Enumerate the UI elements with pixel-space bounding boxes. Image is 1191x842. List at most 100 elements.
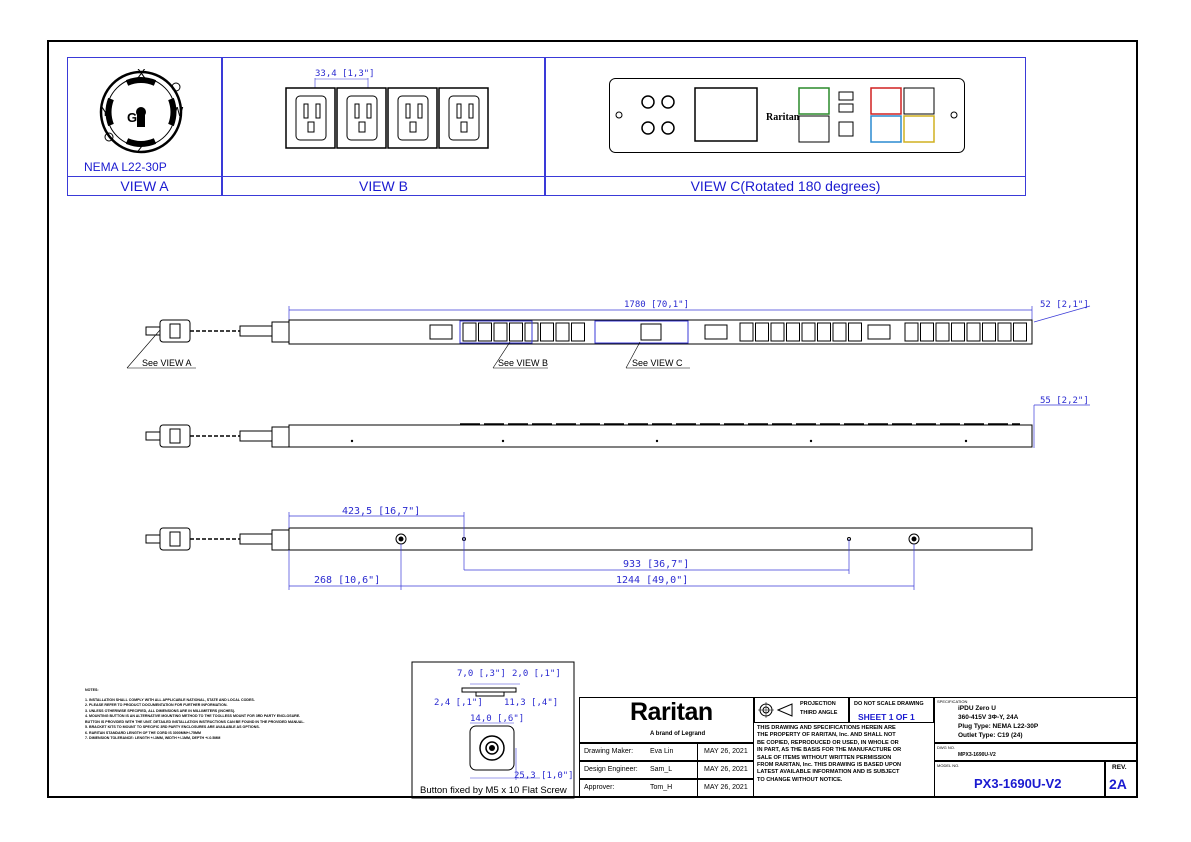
plug-letter-x: X [137, 66, 146, 81]
rev-label: REV. [1112, 764, 1127, 771]
pdu-outlet [555, 322, 570, 342]
notes-title: NOTES: [85, 688, 99, 692]
pdu-outlet [478, 322, 492, 342]
pdu-outlet [509, 322, 523, 342]
note-line: BUTTON IS PROVIDED WITH THE UNIT. DETAIL… [85, 719, 305, 724]
pdu-outlet [935, 322, 950, 342]
disclaimer-line: SALE OF ITEMS WITHOUT WRITTEN PERMISSION [757, 754, 892, 761]
engineer-date: MAY 26, 2021 [704, 766, 748, 773]
pdu-outlet [848, 322, 862, 342]
c19-outlet-face [397, 95, 429, 141]
dimension-423: 423,5 [16,7"] [342, 506, 421, 517]
spec-cell [934, 697, 1138, 743]
pdu-outlet [951, 322, 965, 342]
model-label: MODEL NO. [937, 763, 960, 768]
pdu-outlet [801, 322, 816, 342]
c19-outlet [285, 87, 336, 149]
brand-cell [579, 697, 754, 743]
dwg-label: DWG NO. [937, 745, 955, 750]
view-b-box [222, 57, 545, 196]
pdu-outlet [755, 322, 769, 342]
maker-row [579, 743, 754, 761]
outlet-pin-slot [417, 103, 423, 119]
button-dim-14: 14,0 [,6"] [470, 714, 525, 724]
pdu-outlet [997, 322, 1012, 342]
approver-role: Approver: [584, 784, 615, 791]
circuit-breaker [704, 324, 728, 340]
button-dim-2: 2,0 [,1"] [512, 669, 561, 679]
engineer-row [579, 761, 754, 779]
outlet-pin-slot [405, 103, 411, 119]
maker-role: Drawing Maker: [584, 748, 634, 755]
view-b-label: VIEW B [358, 178, 408, 194]
pdu-outlet [982, 322, 996, 342]
engineer-name: Sam_L [650, 766, 673, 773]
maker-name: Eva Lin [650, 748, 674, 755]
button-dim-7: 7,0 [,3"] [457, 669, 506, 679]
spec-line: Outlet Type: C19 (24) [958, 732, 1023, 739]
see-view-a-label: See VIEW A [142, 358, 192, 368]
outlet-pin-slot [366, 103, 372, 119]
dimension-268: 268 [10,6"] [314, 575, 381, 586]
disclaimer-line: LATEST AVAILABLE INFORMATION AND IS SUBJ… [757, 769, 900, 776]
dwg-number: MPX3-1690U-V2 [958, 752, 996, 758]
note-line: 6. RARITAN STANDARD LENGTH OF THE CORD I… [85, 730, 201, 735]
pdu-outlet [739, 322, 754, 342]
approver-row [579, 779, 754, 798]
header-label-divider [67, 176, 1026, 177]
outlet-pin-slot [307, 121, 315, 133]
note-line: 4. MOUNTING BUTTON IS AN ALTERNATIVE MOU… [85, 714, 301, 718]
plug-letter-g: G [127, 110, 138, 125]
dimension-933: 933 [36,7"] [623, 559, 690, 570]
spec-line: iPDU Zero U [958, 705, 996, 712]
controller-display [640, 323, 662, 341]
view-c-label: VIEW C(Rotated 180 degrees) [690, 178, 881, 194]
sheet-label: SHEET 1 OF 1 [858, 712, 915, 722]
model-cell [934, 761, 1105, 798]
view-a-box [67, 57, 222, 196]
button-dim-25-3: 25,3 [1,0"] [514, 771, 574, 781]
c19-outlet-face [346, 95, 378, 141]
pdu-outlet [540, 322, 554, 342]
note-line: 7. DIMENSION TOLERANCE: LENGTH +/-3MM, W… [85, 736, 221, 740]
see-view-b-label: See VIEW B [498, 358, 549, 368]
svg-text:Raritan: Raritan [766, 112, 800, 123]
pdu-outlet [493, 322, 508, 342]
circuit-breaker [429, 324, 453, 340]
disclaimer: THIS DRAWING AND SPECIFICATIONS HEREIN A… [757, 725, 901, 784]
c19-outlet [387, 87, 438, 149]
plug-letter-w: W [171, 104, 184, 119]
role-column-divider [697, 743, 698, 798]
circuit-breaker [867, 324, 891, 340]
disclaimer-line: THE PROPERTY OF RARITAN, Inc. AND SHALL … [757, 732, 896, 739]
c19-outlet [336, 87, 387, 149]
pdu-outlet [1013, 322, 1027, 342]
pdu-outlet [832, 322, 847, 342]
pdu-outlet [571, 322, 585, 342]
note-line: 2. PLEASE REFER TO PRODUCT DOCUMENTATION… [85, 703, 228, 707]
maker-date: MAY 26, 2021 [704, 748, 748, 755]
dimension-overall-length: 1780 [70,1"] [624, 300, 690, 310]
c19-outlet [438, 87, 489, 149]
disclaimer-line: BE COPIED, REPRODUCED OR USED, IN WHOLE … [757, 739, 899, 746]
outlet-pin-slot [303, 103, 309, 119]
outlet-pin-slot [358, 121, 366, 133]
spec-line: 360-415V 3Φ-Y, 24A [958, 714, 1019, 721]
button-detail-caption: Button fixed by M5 x 10 Flat Screw [420, 785, 567, 796]
button-dim-2-4: 2,4 [,1"] [434, 698, 483, 708]
outlet-pin-slot [468, 103, 474, 119]
projection-angle: THIRD ANGLE [800, 710, 838, 716]
controller-panel-drawing: Raritan [609, 78, 965, 153]
pdu-outlet [770, 322, 785, 342]
engineer-role: Design Engineer: [584, 766, 638, 773]
outlet-pin-slot [460, 121, 468, 133]
pdu-outlet [904, 322, 919, 342]
pdu-outlet [786, 322, 800, 342]
spec-line: Plug Type: NEMA L22-30P [958, 723, 1039, 730]
view-a-label: VIEW A [120, 178, 169, 194]
c19-outlet-face [295, 95, 327, 141]
dwg-cell [934, 743, 1138, 761]
disclaimer-line: IN PART, AS THE BASIS FOR THE MANUFACTUR… [757, 747, 902, 754]
raritan-logo: Raritan [630, 698, 713, 726]
